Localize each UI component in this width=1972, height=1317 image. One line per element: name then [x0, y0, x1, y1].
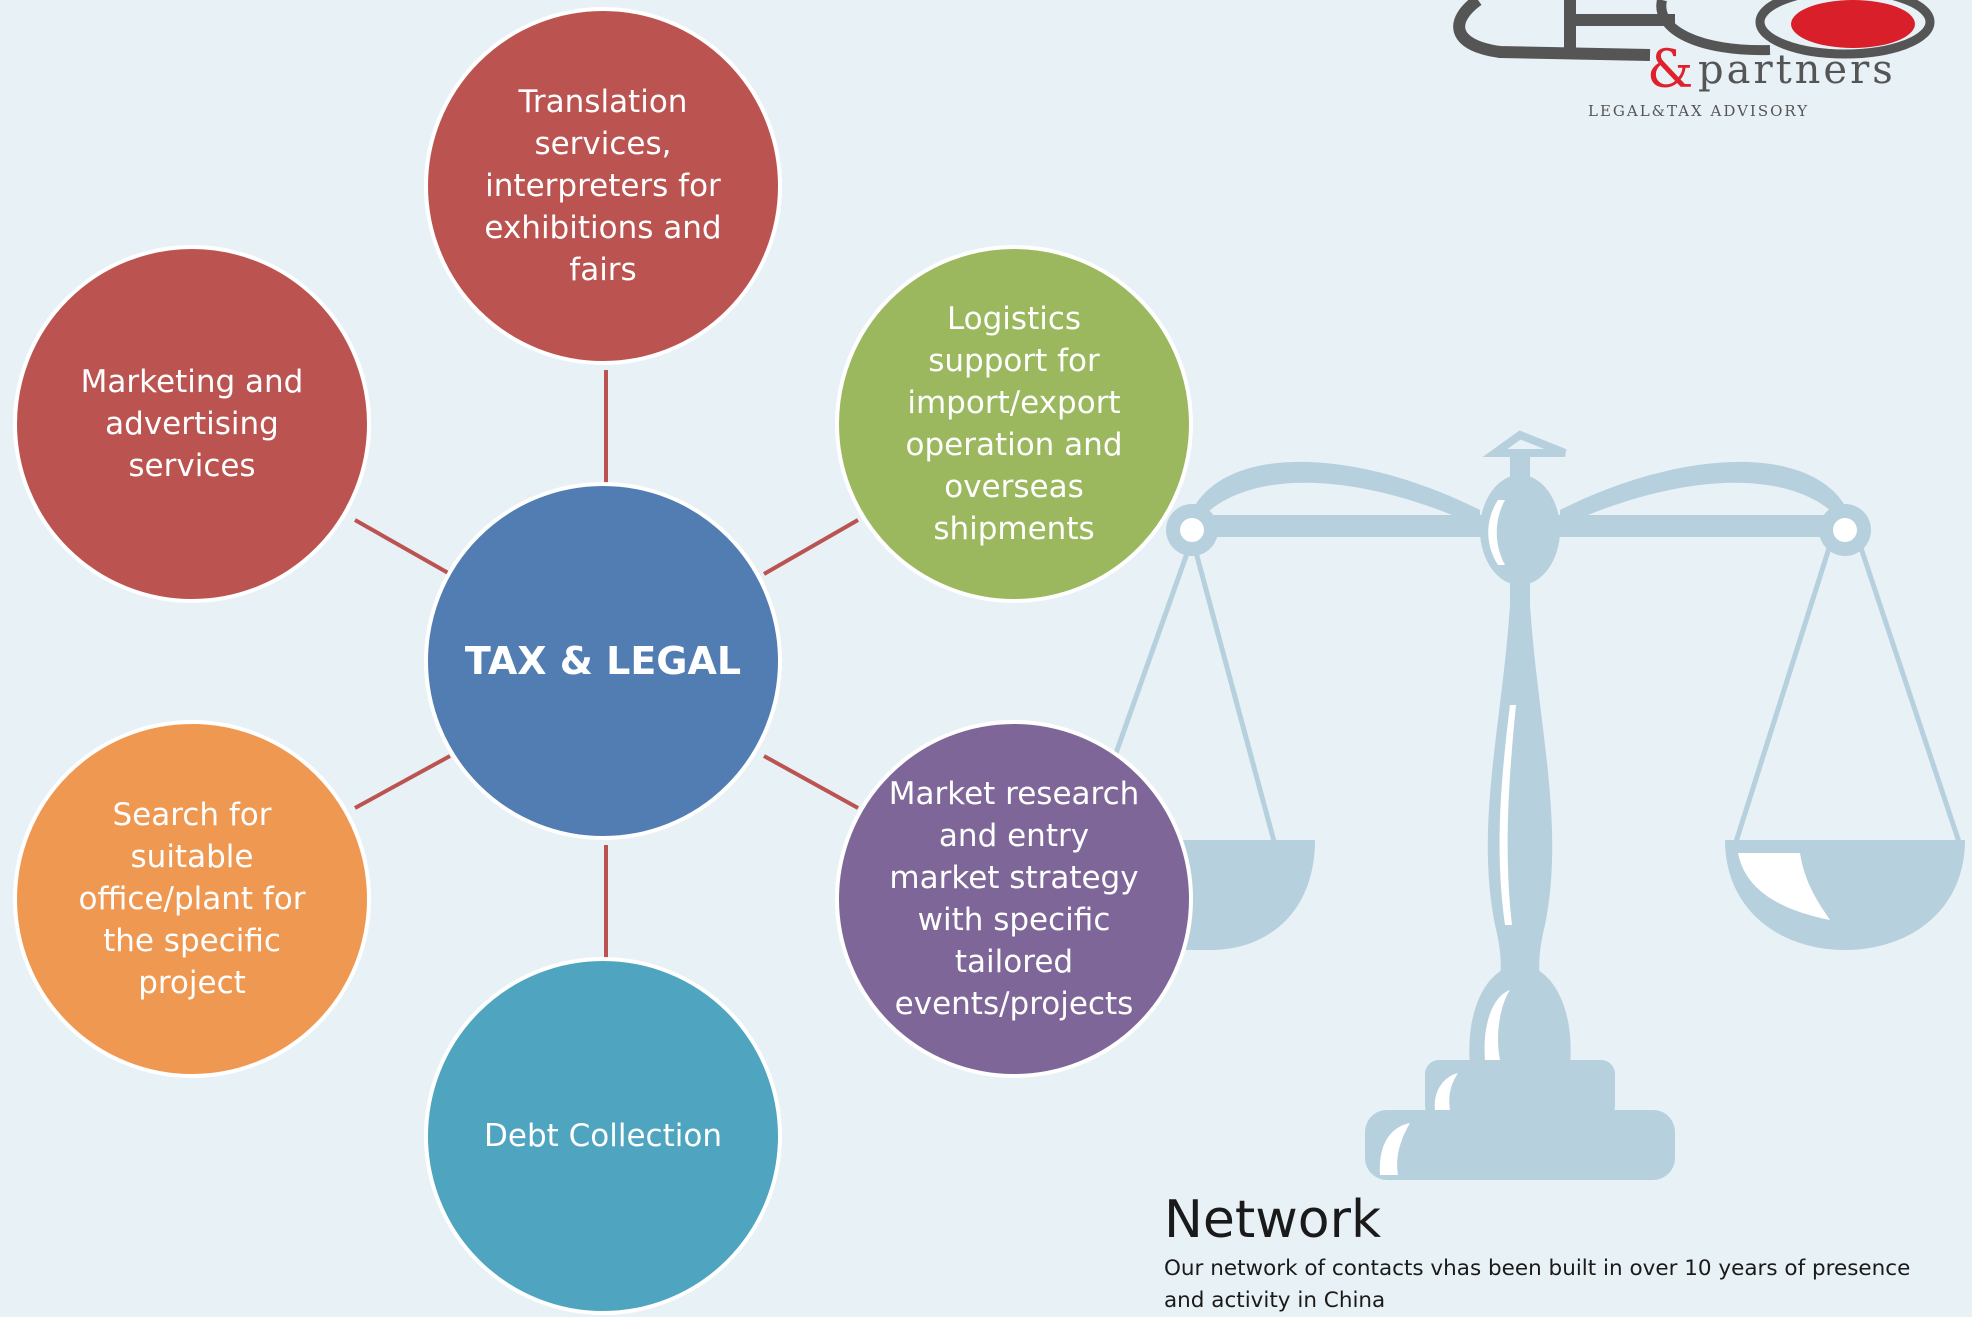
service-node-marketing: Marketing and advertising services: [13, 245, 371, 603]
connector-lower-right: [763, 754, 859, 810]
service-node-office-search: Search for suitable office/plant for the…: [13, 720, 371, 1078]
logo-subtitle: LEGAL&TAX ADVISORY: [1588, 102, 1810, 120]
service-label: Search for suitable office/plant for the…: [78, 797, 306, 1001]
service-node-debt-collection: Debt Collection: [424, 957, 782, 1315]
logo-mark: [1453, 0, 1935, 61]
connector-lower-left: [354, 754, 451, 810]
connector-upper-right: [763, 518, 859, 576]
service-label: Logistics support for import/export oper…: [905, 301, 1123, 547]
service-node-logistics: Logistics support for import/export oper…: [835, 245, 1193, 603]
network-description: Our network of contacts vhas been built …: [1164, 1256, 1911, 1313]
scales-of-justice-icon: [1107, 430, 1965, 1180]
service-label: Debt Collection: [484, 1118, 722, 1154]
logo-ampersand: &: [1647, 40, 1694, 100]
service-node-market-research: Market research and entry market strateg…: [835, 720, 1193, 1078]
service-label: Translation services, interpreters for e…: [484, 84, 722, 288]
service-node-translation: Translation services, interpreters for e…: [424, 7, 782, 365]
center-label: TAX & LEGAL: [464, 639, 742, 683]
network-heading: Network: [1164, 1190, 1382, 1250]
logo-name: partners: [1698, 47, 1896, 93]
connector-upper-left: [354, 518, 451, 576]
center-node-tax-legal: TAX & LEGAL: [424, 482, 782, 840]
service-label: Market research and entry market strateg…: [888, 776, 1140, 1022]
service-label: Marketing and advertising services: [80, 364, 304, 484]
